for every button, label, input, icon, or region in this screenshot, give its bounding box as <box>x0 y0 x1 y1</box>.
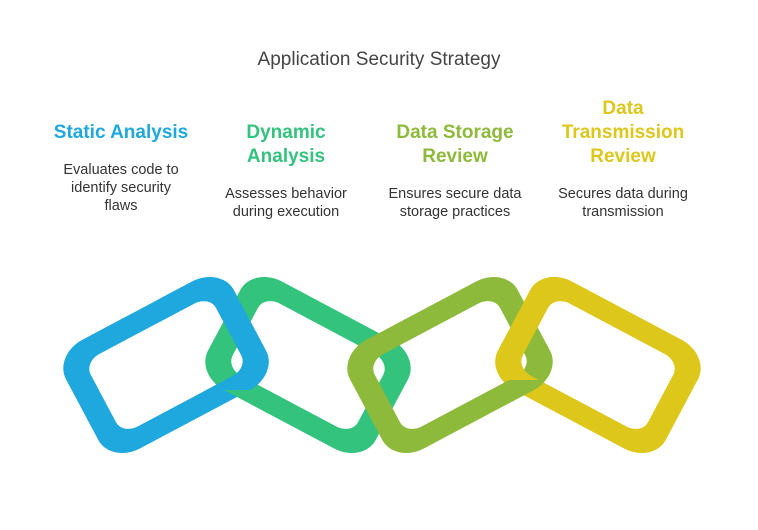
step-title: Data Transmission Review <box>561 98 685 167</box>
step-dynamic-analysis: Dynamic Analysis Assesses behavior durin… <box>206 121 366 221</box>
step-description: Ensures secure data storage practices <box>388 186 522 220</box>
step-title: Dynamic Analysis <box>246 122 326 167</box>
step-data-transmission-review: Data Transmission Review Secures data du… <box>543 97 703 221</box>
step-description: Secures data during transmission <box>558 186 688 220</box>
page-title: Application Security Strategy <box>257 49 501 70</box>
step-description: Evaluates code to identify security flaw… <box>63 162 179 214</box>
step-title: Static Analysis <box>53 122 189 143</box>
step-title: Data Storage Review <box>396 122 514 167</box>
step-data-storage-review: Data Storage Review Ensures secure data … <box>375 121 535 221</box>
step-description: Assesses behavior during execution <box>225 186 347 220</box>
step-static-analysis: Static Analysis Evaluates code to identi… <box>41 121 201 215</box>
